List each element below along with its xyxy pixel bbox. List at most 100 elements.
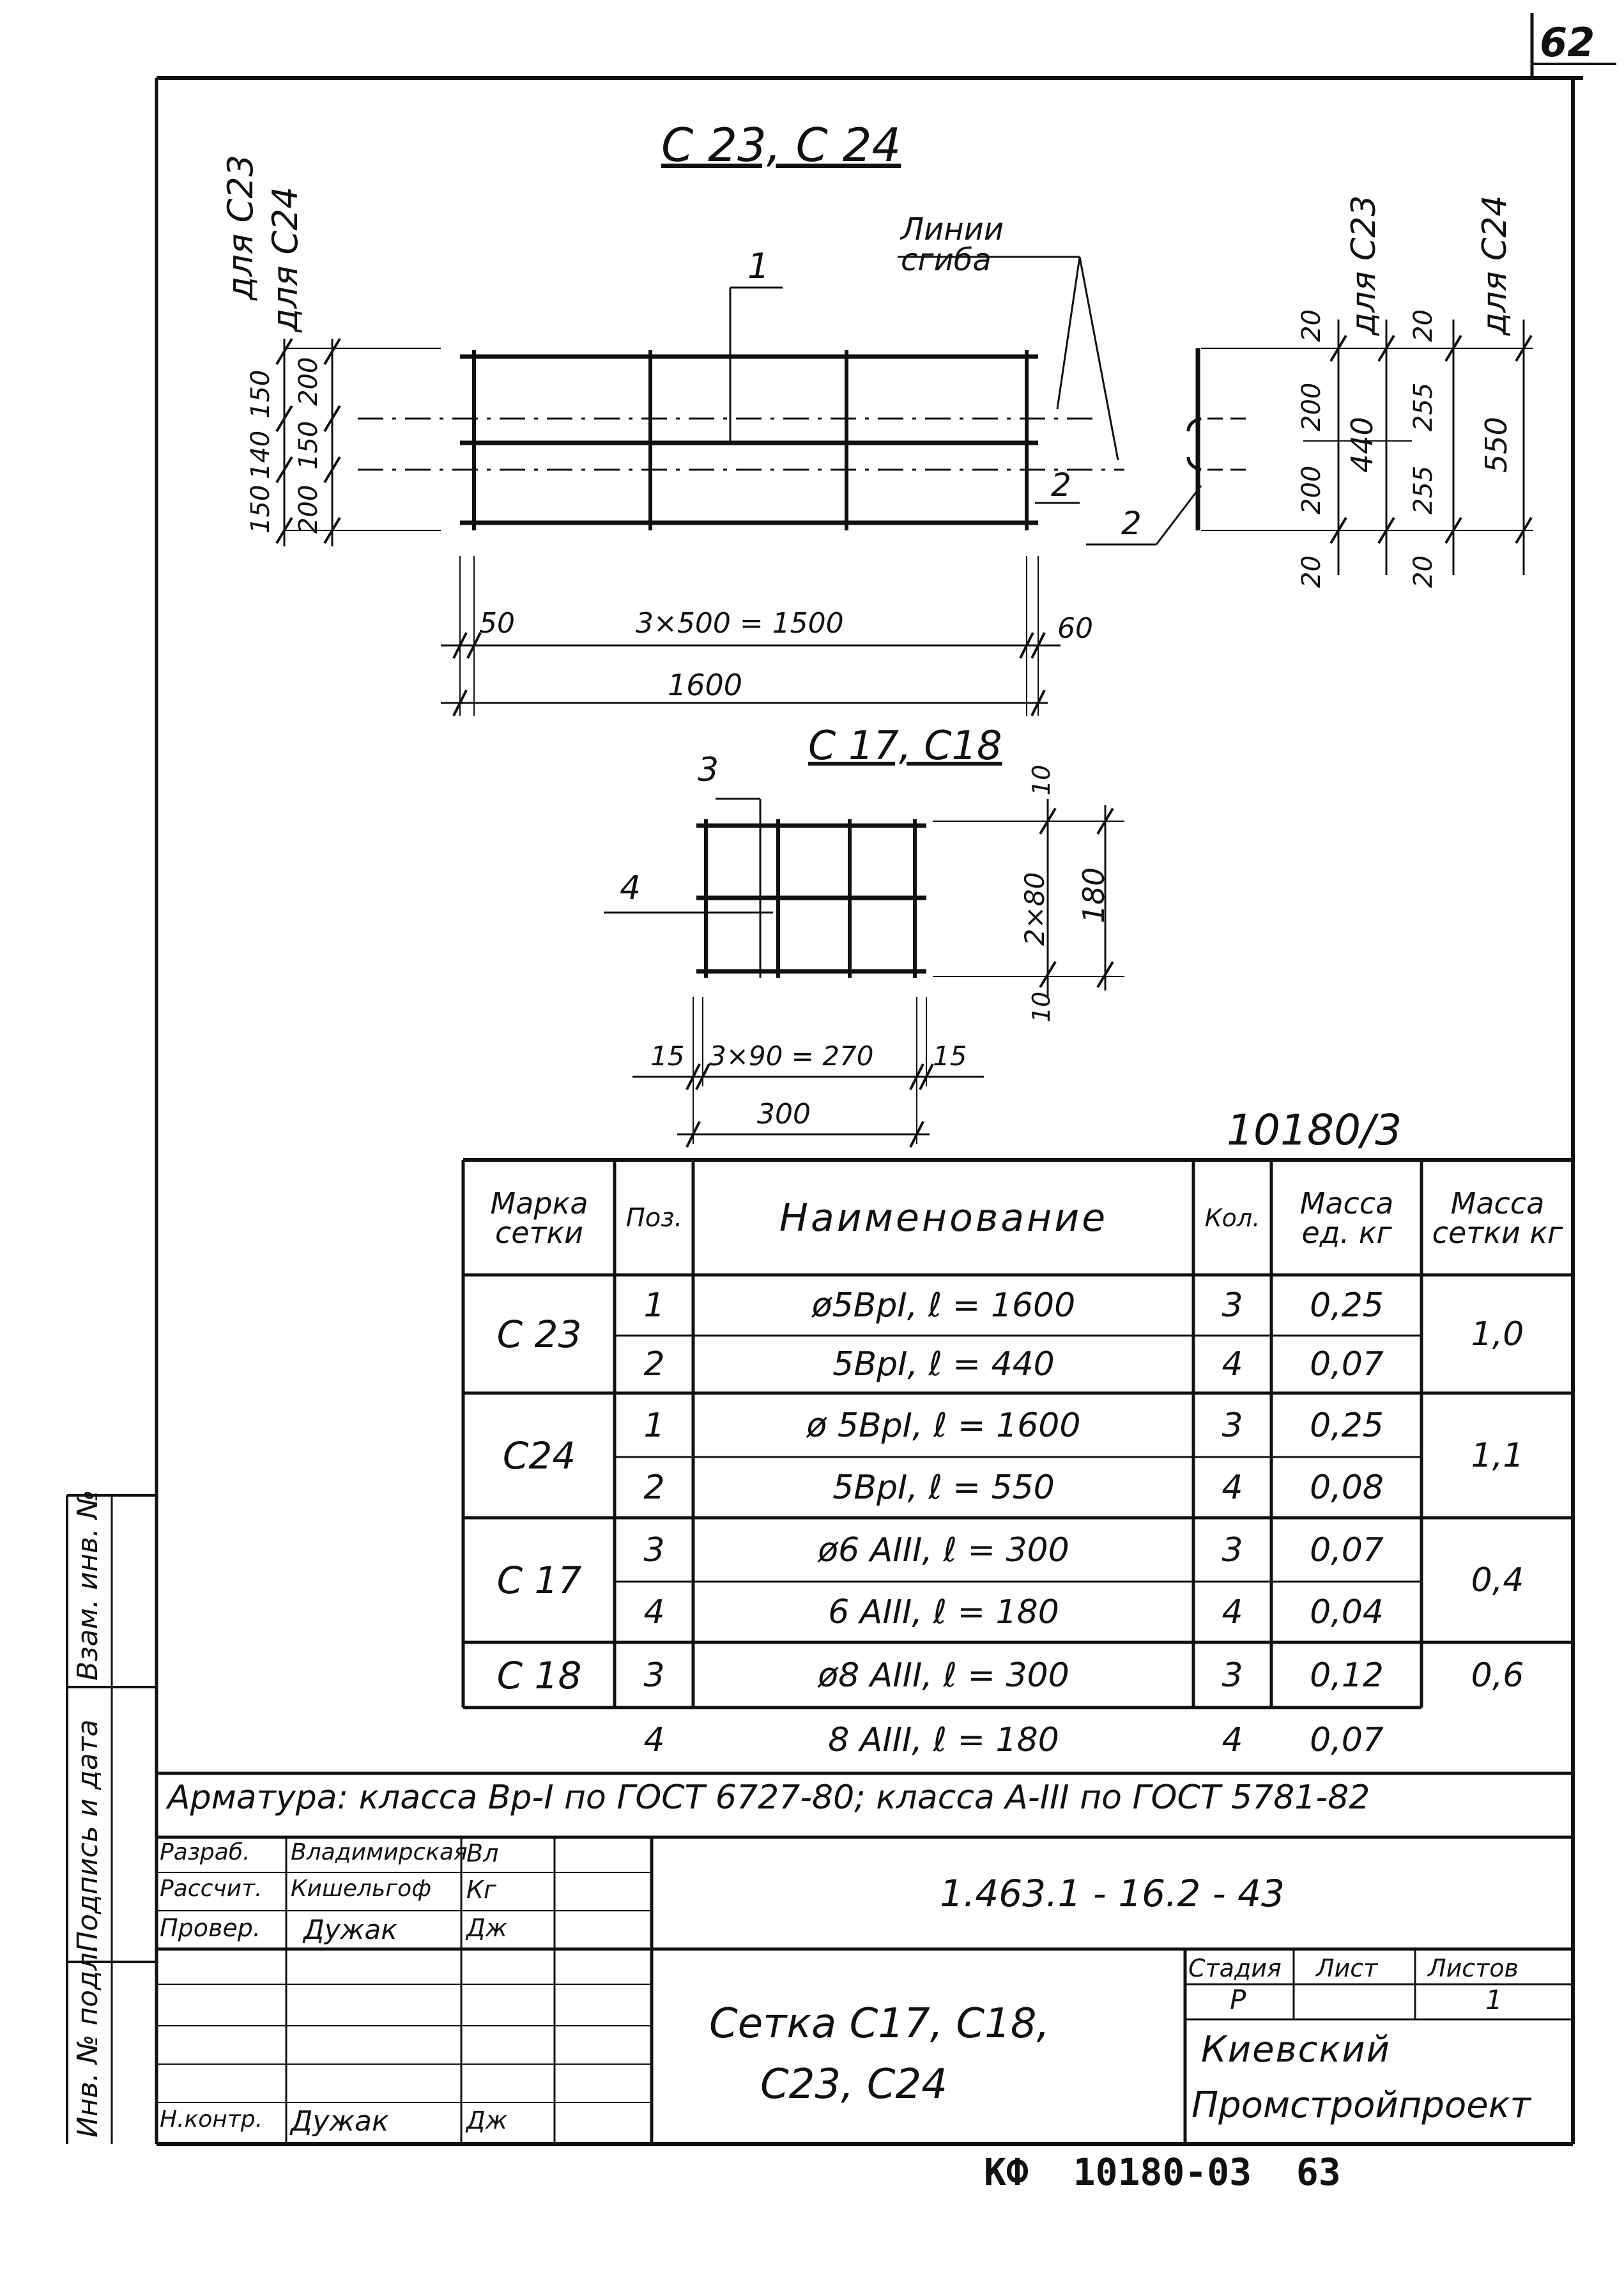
position-3-label: 3 bbox=[698, 751, 719, 789]
spec-pos: 2 bbox=[643, 1345, 665, 1384]
spec-mark: С 23 bbox=[496, 1313, 582, 1356]
spec-name: 8 АIII, ℓ = 180 bbox=[828, 1720, 1059, 1759]
designation: 1.463.1 - 16.2 - 43 bbox=[940, 1871, 1285, 1915]
signature-name: Кишельгоф bbox=[291, 1876, 431, 1902]
dim-c23-2: 140 bbox=[246, 430, 275, 479]
spec-qty: 3 bbox=[1222, 1286, 1243, 1325]
bend-lines-label: Линии сгиба bbox=[901, 212, 1004, 278]
spec-mass: 0,04 bbox=[1310, 1592, 1384, 1631]
section-dim-c24-a: 255 bbox=[1409, 382, 1438, 431]
footer-stamp: КФ 10180-03 63 bbox=[984, 2150, 1341, 2194]
header-mark: Марка сетки bbox=[490, 1186, 588, 1250]
spec-name: 5ВрI, ℓ = 440 bbox=[832, 1345, 1055, 1384]
spec-name: 6 АIII, ℓ = 180 bbox=[828, 1592, 1059, 1631]
signature-mark: Вл bbox=[466, 1839, 499, 1867]
spec-mass: 0,07 bbox=[1310, 1720, 1384, 1759]
archive-number: 10180/3 bbox=[1227, 1106, 1402, 1155]
signature-name: Дужак bbox=[303, 1914, 397, 1945]
dim-left-end: 50 bbox=[479, 607, 515, 640]
spec-mass-mesh: 0,6 bbox=[1471, 1656, 1524, 1695]
sheet-title-line2: С23, С24 bbox=[760, 2061, 947, 2108]
stage-value: Р bbox=[1230, 1984, 1246, 2016]
spec-qty: 3 bbox=[1222, 1406, 1243, 1445]
section-dim-c24-bottom: 20 bbox=[1409, 555, 1438, 588]
spec-mass-mesh: 1,1 bbox=[1471, 1437, 1524, 1475]
spec-name: ø 5ВрI, ℓ = 1600 bbox=[806, 1406, 1081, 1445]
signature-role: Разраб. bbox=[160, 1839, 250, 1865]
signature-mark: Кг bbox=[466, 1876, 496, 1904]
dim-c17-top: 10 bbox=[1027, 764, 1055, 796]
signature-role: Рассчит. bbox=[160, 1876, 263, 1902]
side-stamp-replace-inv: Взам. инв. № bbox=[72, 1490, 104, 1681]
drawing-title-c17-c18: С 17, С18 bbox=[808, 722, 1002, 769]
dim-c23-3: 150 bbox=[246, 369, 275, 419]
dim-c24-1: 200 bbox=[294, 484, 323, 534]
spec-pos: 1 bbox=[643, 1286, 665, 1325]
label-for-c24: для С24 bbox=[265, 187, 305, 332]
dim-right-end: 60 bbox=[1057, 612, 1093, 645]
side-stamp-inv-no: Инв. № подл. bbox=[72, 1943, 104, 2138]
position-2-label-a: 2 bbox=[1051, 467, 1071, 504]
header-mass-mesh: Масса сетки кг bbox=[1432, 1186, 1563, 1250]
spec-name: ø5ВрI, ℓ = 1600 bbox=[811, 1286, 1076, 1325]
signature-name: Владимирская bbox=[291, 1839, 468, 1865]
section-dim-c23-a: 200 bbox=[1297, 382, 1326, 431]
signature-mark: Дж bbox=[466, 1914, 507, 1942]
section-label-c23: для С23 bbox=[1345, 195, 1383, 335]
header-mass-unit: Масса ед. кг bbox=[1299, 1186, 1394, 1250]
dim-total: 1600 bbox=[668, 668, 743, 702]
spec-mass-mesh: 1,0 bbox=[1471, 1315, 1524, 1353]
stage-label: Стадия bbox=[1188, 1954, 1282, 1982]
signature-role: Провер. bbox=[160, 1914, 261, 1942]
sheet-title-line1: Сетка С17, С18, bbox=[709, 2000, 1050, 2048]
dim-c23-1: 150 bbox=[246, 484, 275, 534]
sheet-number: 62 bbox=[1540, 19, 1595, 66]
sheets-value: 1 bbox=[1485, 1984, 1503, 2016]
spec-pos: 2 bbox=[643, 1468, 665, 1507]
spec-qty: 4 bbox=[1222, 1468, 1243, 1507]
spec-qty: 4 bbox=[1222, 1345, 1243, 1384]
spec-mass: 0,25 bbox=[1310, 1406, 1384, 1445]
spec-mass: 0,12 bbox=[1310, 1656, 1384, 1695]
spec-name: ø6 АIII, ℓ = 300 bbox=[818, 1531, 1069, 1569]
organization-line1: Киевский bbox=[1201, 2029, 1391, 2071]
dim-c17-span: 3×90 = 270 bbox=[709, 1040, 874, 1072]
spec-mark: С24 bbox=[502, 1434, 576, 1477]
dim-c17-left: 15 bbox=[650, 1040, 685, 1072]
section-label-c24: для С24 bbox=[1476, 195, 1514, 335]
signature-name: Дужак bbox=[291, 2105, 389, 2138]
position-4-label: 4 bbox=[620, 869, 641, 907]
drawing-title-c23-c24: С 23, С 24 bbox=[661, 118, 901, 172]
signature-mark: Дж bbox=[466, 2106, 507, 2134]
section-dim-c23-b: 200 bbox=[1297, 465, 1326, 514]
spec-mass: 0,07 bbox=[1310, 1345, 1384, 1384]
spec-mass: 0,07 bbox=[1310, 1531, 1384, 1569]
sheets-label: Листов bbox=[1428, 1954, 1519, 1982]
header-pos: Поз. bbox=[625, 1203, 683, 1233]
spec-mass-mesh: 0,4 bbox=[1471, 1561, 1524, 1600]
dim-c17-mid: 2×80 bbox=[1019, 872, 1050, 946]
header-name: Наименование bbox=[779, 1196, 1108, 1240]
section-dim-c24-top: 20 bbox=[1409, 309, 1438, 342]
organization-line2: Промстройпроект bbox=[1191, 2085, 1531, 2126]
spec-pos: 1 bbox=[643, 1406, 665, 1445]
section-total-c24: 550 bbox=[1479, 417, 1513, 473]
dim-c17-bottom: 10 bbox=[1027, 991, 1055, 1022]
dim-c24-2: 150 bbox=[294, 420, 323, 470]
spec-mass: 0,25 bbox=[1310, 1286, 1384, 1325]
position-1-label: 1 bbox=[747, 246, 770, 286]
spec-pos: 3 bbox=[643, 1531, 665, 1569]
spec-name: 5ВрI, ℓ = 550 bbox=[832, 1468, 1055, 1507]
spec-pos: 3 bbox=[643, 1656, 665, 1695]
spec-qty: 3 bbox=[1222, 1531, 1243, 1569]
spec-qty: 3 bbox=[1222, 1656, 1243, 1695]
section-total-c23: 440 bbox=[1345, 417, 1379, 473]
side-stamp-sign-date: Подпись и дата bbox=[72, 1719, 104, 1952]
header-qty: Кол. bbox=[1204, 1204, 1260, 1232]
signature-role: Н.контр. bbox=[160, 2106, 263, 2132]
spec-qty: 4 bbox=[1222, 1592, 1243, 1631]
dim-c17-right: 15 bbox=[933, 1040, 967, 1072]
spec-mass: 0,08 bbox=[1310, 1468, 1384, 1507]
spec-pos: 4 bbox=[643, 1592, 665, 1631]
